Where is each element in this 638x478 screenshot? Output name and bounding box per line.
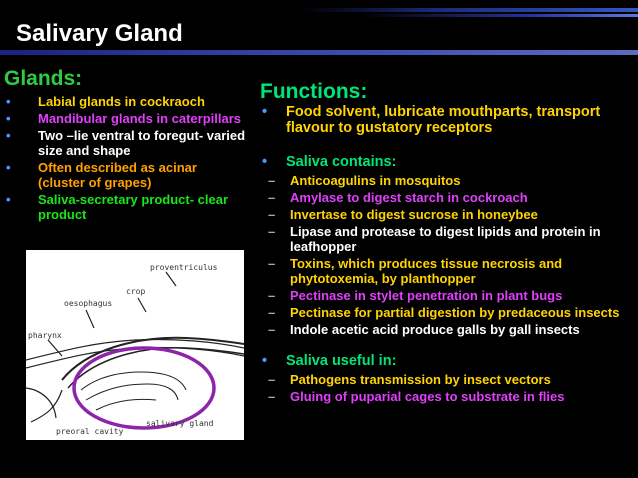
sub-item: –Pathogens transmission by insect vector… [238, 372, 634, 387]
bullet-icon: • [6, 128, 11, 143]
body-outline-upper [25, 338, 245, 361]
preoral-cavity-outline [25, 387, 57, 419]
dash-icon: – [268, 256, 276, 271]
pointer-pharynx [47, 339, 63, 357]
glands-item-text: Labial glands in cockraoch [38, 94, 205, 109]
bullet-icon: • [262, 353, 268, 369]
dash-icon: – [268, 305, 276, 320]
sub-item: –Pectinase for partial digestion by pred… [238, 305, 634, 320]
dash-icon: – [268, 190, 276, 205]
salivary-duct [95, 398, 157, 411]
decorative-bar-top [300, 8, 638, 12]
slide-title: Salivary Gland [16, 20, 183, 47]
label-salivary-gland: salivary gland [146, 419, 214, 428]
bullet-icon: • [262, 104, 268, 120]
salivary-gland-highlight [72, 346, 216, 430]
functions-item: • Saliva contains: [262, 154, 634, 170]
sub-item: –Pectinase in stylet penetration in plan… [238, 288, 634, 303]
sub-item-text: Pectinase in stylet penetration in plant… [290, 288, 563, 303]
functions-list: • Food solvent, lubricate mouthparts, tr… [262, 104, 634, 406]
sub-item-text: Indole acetic acid produce galls by gall… [290, 322, 580, 337]
title-underline-bar [0, 50, 638, 55]
bullet-icon: • [262, 154, 268, 170]
foregut-diagram-svg: proventriculus crop oesophagus pharynx p… [25, 263, 245, 436]
glands-list: • Labial glands in cockraoch • Mandibular … [6, 94, 246, 224]
sub-item-text: Anticoagulins in mosquitos [290, 173, 461, 188]
saliva-contains-list: –Anticoagulins in mosquitos –Amylase to … [238, 173, 634, 337]
functions-heading: Functions: [260, 80, 368, 103]
bullet-icon: • [6, 94, 11, 109]
glands-item-text: Mandibular glands in caterpillars [38, 111, 241, 126]
glands-item: • Labial glands in cockraoch [6, 94, 246, 109]
dash-icon: – [268, 224, 276, 239]
sub-item-text: Amylase to digest starch in cockroach [290, 190, 528, 205]
sub-item-text: Lipase and protease to digest lipids and… [290, 224, 601, 254]
pointer-proventriculus [165, 271, 177, 287]
bullet-icon: • [6, 111, 11, 126]
functions-item-text: Saliva useful in: [286, 353, 397, 369]
oesophagus-tube [61, 336, 245, 381]
dash-icon: – [268, 322, 276, 337]
glands-item-text: Saliva-secretary product- clear product [38, 192, 229, 222]
dash-icon: – [268, 288, 276, 303]
label-oesophagus: oesophagus [64, 299, 112, 308]
pharynx-outline [30, 389, 63, 423]
dash-icon: – [268, 389, 276, 404]
label-crop: crop [126, 287, 145, 296]
functions-item: • Food solvent, lubricate mouthparts, tr… [262, 104, 634, 136]
glands-item-text: Often described as acinar (cluster of gr… [38, 160, 197, 190]
sub-item: –Lipase and protease to digest lipids an… [238, 224, 634, 254]
sub-item: –Indole acetic acid produce galls by gal… [238, 322, 634, 337]
salivary-gland-lobe [85, 383, 179, 401]
dash-icon: – [268, 173, 276, 188]
sub-item: –Amylase to digest starch in cockroach [238, 190, 634, 205]
sub-item-text: Invertase to digest sucrose in honeybee [290, 207, 538, 222]
dash-icon: – [268, 207, 276, 222]
functions-item-text: Food solvent, lubricate mouthparts, tran… [286, 104, 601, 136]
sub-item-text: Pectinase for partial digestion by preda… [290, 305, 620, 320]
label-pharynx: pharynx [28, 331, 62, 340]
saliva-useful-list: –Pathogens transmission by insect vector… [238, 372, 634, 404]
salivary-gland-lobe [80, 371, 187, 391]
functions-item-text: Saliva contains: [286, 154, 397, 170]
pointer-oesophagus [85, 309, 95, 329]
bullet-icon: • [6, 160, 11, 175]
glands-item: • Mandibular glands in caterpillars [6, 111, 246, 126]
decorative-bar-top-thin [360, 14, 638, 17]
dash-icon: – [268, 372, 276, 387]
sub-item: –Anticoagulins in mosquitos [238, 173, 634, 188]
glands-item: • Two –lie ventral to foregut- varied siz… [6, 128, 246, 158]
bullet-icon: • [6, 192, 11, 207]
functions-item: • Saliva useful in: [262, 353, 634, 369]
sub-item-text: Gluing of puparial cages to substrate in… [290, 389, 565, 404]
sub-item-text: Toxins, which produces tissue necrosis a… [290, 256, 563, 286]
glands-heading: Glands: [4, 67, 83, 90]
glands-item: • Often described as acinar (cluster of g… [6, 160, 246, 190]
foregut-diagram: proventriculus crop oesophagus pharynx p… [25, 250, 245, 440]
glands-item-text: Two –lie ventral to foregut- varied size… [38, 128, 246, 158]
sub-item: –Invertase to digest sucrose in honeybee [238, 207, 634, 222]
sub-item: –Gluing of puparial cages to substrate i… [238, 389, 634, 404]
label-proventriculus: proventriculus [150, 263, 218, 272]
sub-item: –Toxins, which produces tissue necrosis … [238, 256, 634, 286]
crop-wall [67, 347, 245, 389]
label-preoral-cavity: preoral cavity [56, 427, 124, 436]
pointer-crop [137, 297, 147, 313]
glands-item: • Saliva-secretary product- clear product [6, 192, 246, 222]
sub-item-text: Pathogens transmission by insect vectors [290, 372, 551, 387]
